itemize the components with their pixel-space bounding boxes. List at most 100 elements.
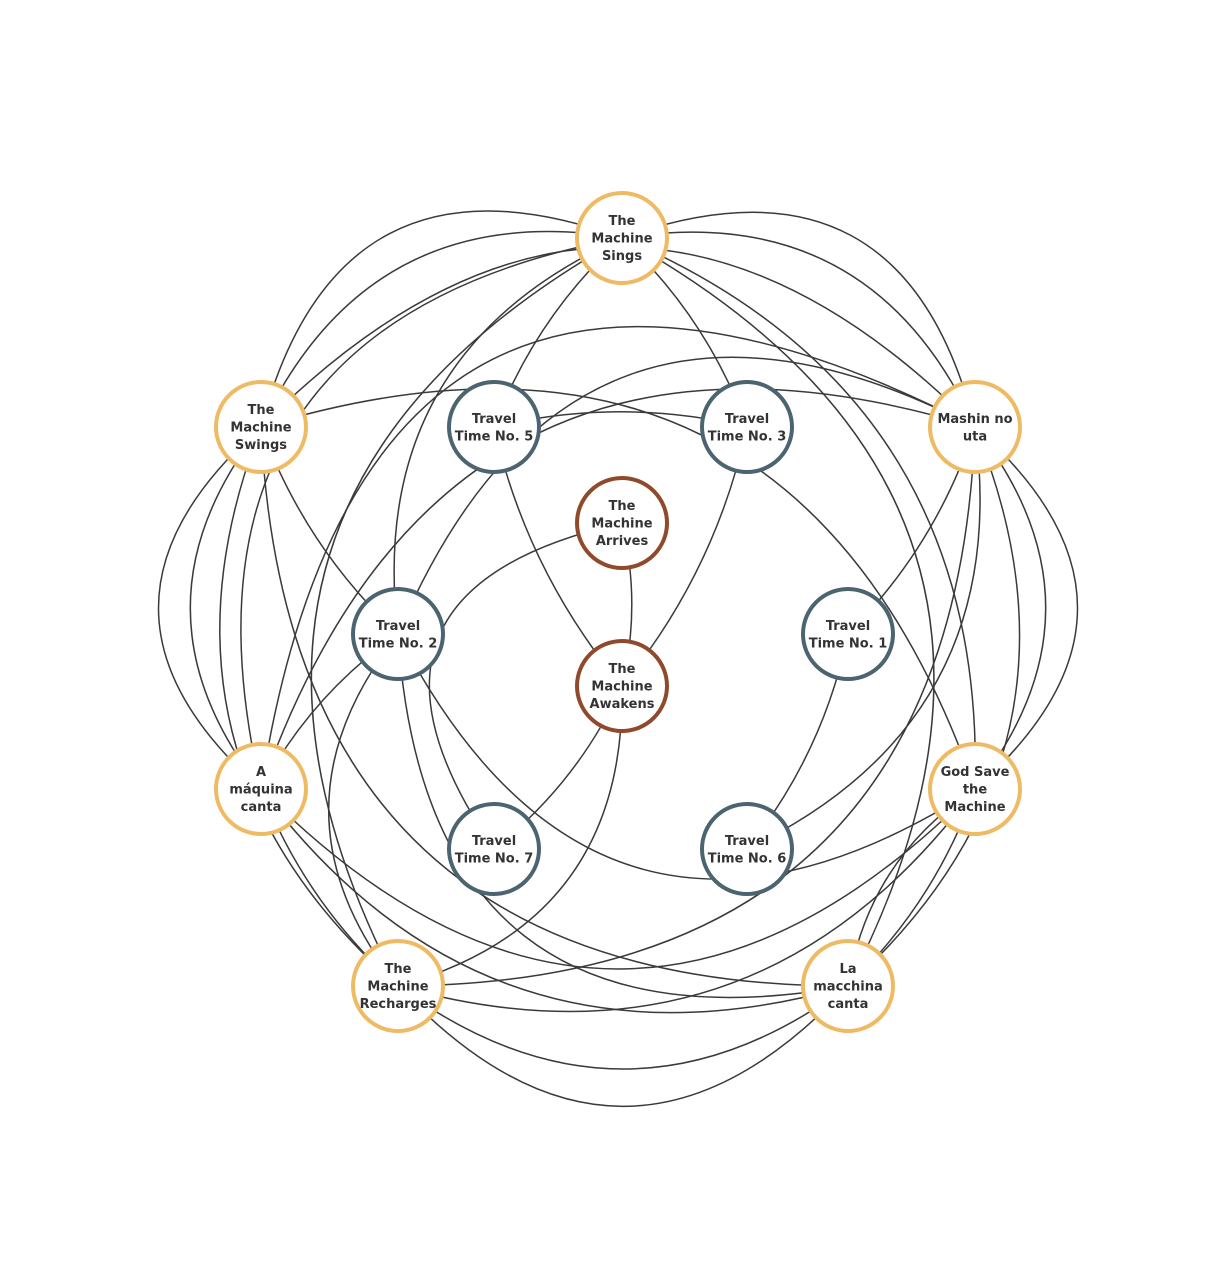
node-label-line: uta (963, 429, 987, 444)
node-label-line: Swings (235, 438, 287, 453)
edge-swings-maquina (189, 426, 262, 790)
node-circle-tt5 (447, 380, 541, 474)
node-label-line: The (609, 662, 636, 677)
node-circle-tt1 (801, 587, 895, 681)
edge-maquina-mashin (260, 325, 976, 790)
edge-awakens-recharges (397, 685, 623, 987)
node-circle-tt6 (700, 802, 794, 896)
node-label-line: Travel (725, 834, 769, 849)
edge-maquina-macchina (260, 788, 849, 1014)
node-circle-mashin (928, 380, 1022, 474)
node-label-line: Sings (602, 249, 642, 264)
node-label-line: Travel (725, 412, 769, 427)
node-label-line: the (963, 783, 987, 798)
node-label-line: The (385, 962, 412, 977)
node-label-line: Travel (376, 619, 420, 634)
node-label-line: The (609, 214, 636, 229)
node-label-line: The (609, 499, 636, 514)
edge-recharges-macchina (397, 985, 849, 1070)
edge-sings-recharges (310, 237, 623, 987)
edge-maquina-godsave (260, 788, 976, 970)
node-circle-maquina (214, 742, 308, 836)
edge-tt2-recharges (328, 633, 399, 987)
node-macchina[interactable]: La macchina canta (801, 939, 895, 1033)
edge-recharges-macchina (397, 985, 849, 1107)
node-label-line: canta (828, 997, 869, 1012)
node-circle-awakens (575, 639, 669, 733)
node-label-macchina: La macchina canta (813, 962, 882, 1012)
node-label-line: Time No. 7 (455, 851, 534, 866)
node-label-line: Travel (472, 834, 516, 849)
edge-mashin-godsave (974, 426, 1079, 790)
node-label-line: Time No. 1 (809, 636, 888, 651)
node-circle-tt3 (700, 380, 794, 474)
node-label-line: macchina (813, 980, 882, 995)
edge-swings-macchina (260, 426, 849, 987)
node-circle-swings (214, 380, 308, 474)
node-label-line: Arrives (596, 534, 649, 549)
node-label-line: Machine (591, 680, 652, 695)
edge-mashin-tt2 (397, 356, 976, 635)
edge-swings-maquina (157, 426, 262, 790)
node-circle-sings (575, 191, 669, 285)
node-label-line: Machine (944, 800, 1005, 815)
edge-mashin-godsave (974, 426, 1047, 790)
node-circle-tt2 (351, 587, 445, 681)
node-circle-macchina (801, 939, 895, 1033)
edge-mashin-macchina (847, 426, 1021, 987)
edge-sings-mashin (621, 231, 976, 428)
node-label-line: Travel (826, 619, 870, 634)
node-label-line: God Save (941, 765, 1010, 780)
node-circle-godsave (928, 742, 1022, 836)
node-label-line: Machine (230, 421, 291, 436)
node-label-line: Machine (591, 517, 652, 532)
edge-swings-recharges (219, 426, 399, 987)
node-label-line: Travel (472, 412, 516, 427)
node-label-line: The (248, 403, 275, 418)
node-label-line: Time No. 3 (708, 429, 787, 444)
node-label-line: Machine (367, 980, 428, 995)
node-circle-arrives (575, 476, 669, 570)
edge-sings-swings (260, 210, 623, 428)
node-label-line: Time No. 2 (359, 636, 438, 651)
node-label-line: canta (241, 800, 282, 815)
edge-godsave-recharges (397, 788, 976, 1013)
node-label-line: La (839, 962, 856, 977)
node-label-line: Time No. 6 (708, 851, 787, 866)
edge-mashin-recharges (397, 426, 976, 987)
node-circle-tt7 (447, 802, 541, 896)
edge-tt2-macchina (397, 633, 849, 999)
edge-sings-mashin (621, 211, 976, 428)
edge-mashin-tt6 (746, 426, 981, 850)
node-label-line: máquina (229, 783, 292, 798)
edge-sings-swings (260, 230, 623, 428)
node-label-line: Machine (591, 232, 652, 247)
node-label-line: Recharges (360, 997, 437, 1012)
